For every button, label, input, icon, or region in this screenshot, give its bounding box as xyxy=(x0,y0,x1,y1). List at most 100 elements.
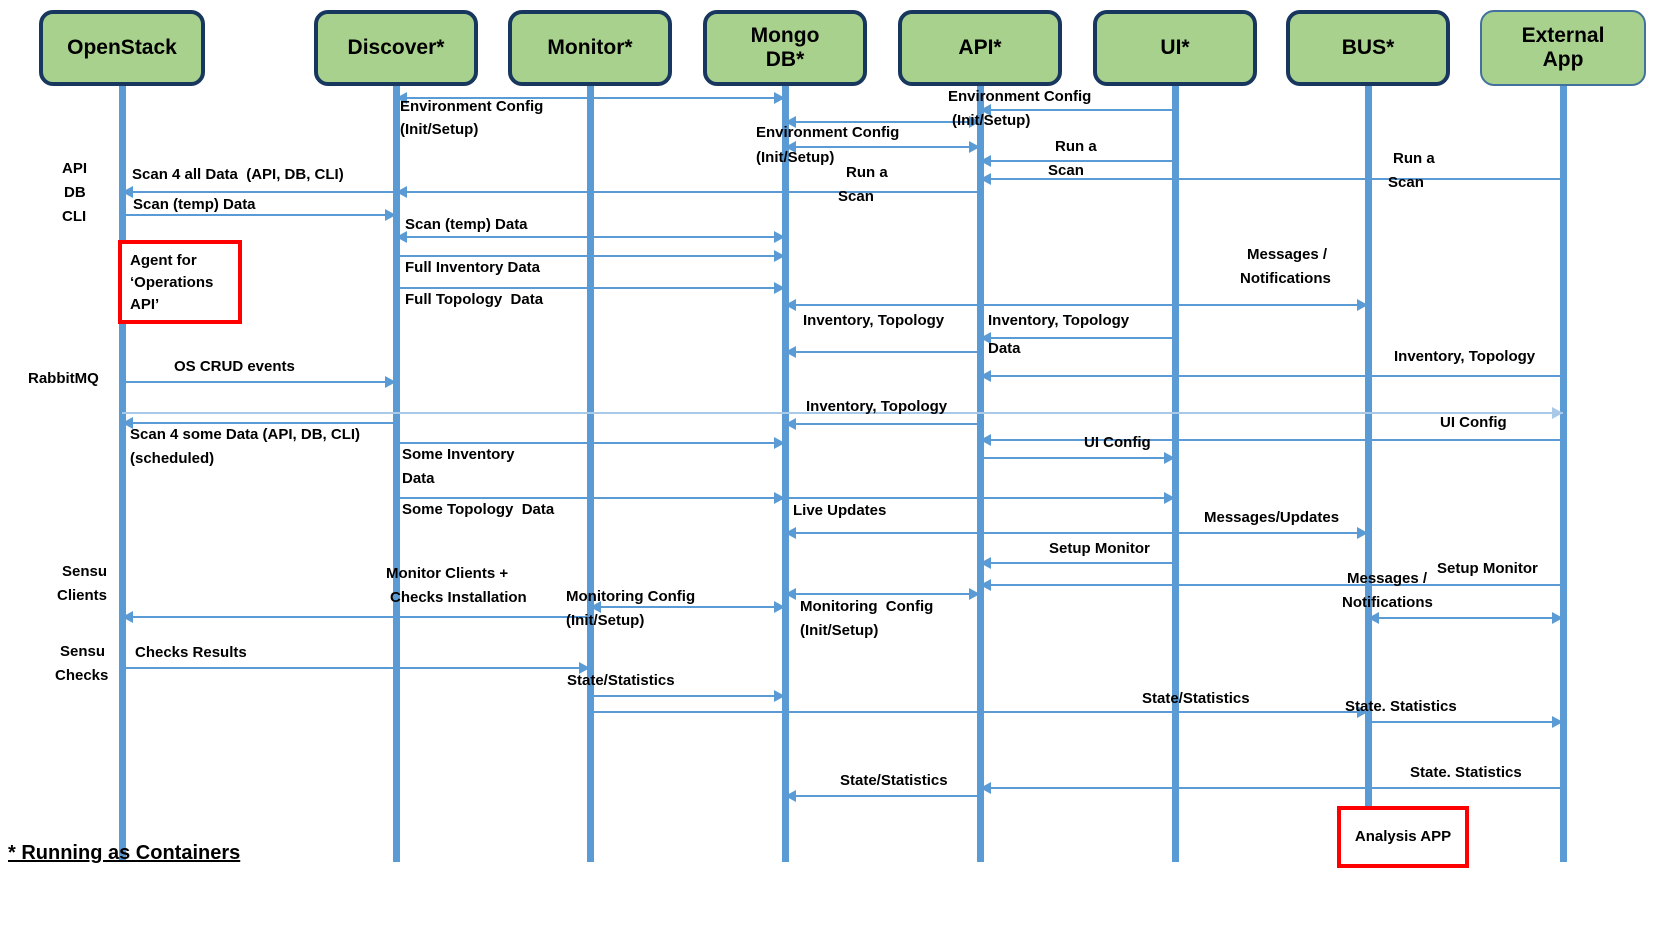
message-arrow-state-stats-ext-api xyxy=(980,787,1563,789)
arrowhead-right xyxy=(774,601,785,613)
message-arrow-live-updates-mongo-ui xyxy=(785,497,1175,499)
message-arrow-run-a-scan-ext-api xyxy=(980,178,1563,180)
message-arrow-ui-config-api-ui xyxy=(980,457,1175,459)
arrowhead-right xyxy=(969,588,980,600)
message-label: Some Topology Data xyxy=(402,501,555,518)
message-label: Sensu xyxy=(62,563,108,580)
message-label: Data xyxy=(988,340,1021,357)
message-label: DB xyxy=(64,184,86,201)
message-label: Sensu xyxy=(60,643,106,660)
lifeline-mongo-db xyxy=(781,86,789,862)
arrowhead-left xyxy=(980,155,991,167)
callout-label: Agent for xyxy=(130,252,197,269)
message-label: (Init/Setup) xyxy=(800,622,879,639)
message-arrow-os-crud-openstack-discover xyxy=(122,381,396,383)
message-label: Full Topology Data xyxy=(405,291,544,308)
message-arrow-scan4some-discover-openstack xyxy=(122,422,396,424)
participant-api: API* xyxy=(898,10,1062,86)
arrowhead-left xyxy=(785,299,796,311)
arrowhead-left xyxy=(396,231,407,243)
arrowhead-right xyxy=(774,282,785,294)
message-arrow-scan-temp-discover-mongo xyxy=(396,236,785,238)
lifeline-api xyxy=(976,86,984,862)
participant-discover: Discover* xyxy=(314,10,478,86)
callout-label: API’ xyxy=(130,295,160,313)
lifeline-bus xyxy=(1364,86,1372,862)
participant-ui: UI* xyxy=(1093,10,1257,86)
participant-bus: BUS* xyxy=(1286,10,1450,86)
message-label: Scan (temp) Data xyxy=(133,196,256,213)
message-arrow-env-config-discover-mongo xyxy=(396,97,785,99)
message-label: Inventory, Topology xyxy=(806,398,948,415)
message-label: CLI xyxy=(62,208,87,225)
message-arrow-checks-results-openstack-monitor xyxy=(122,667,590,669)
message-label: Inventory, Topology xyxy=(803,312,945,329)
message-label: (Init/Setup) xyxy=(756,149,835,166)
arrowhead-left xyxy=(1368,612,1379,624)
arrowhead-left xyxy=(785,790,796,802)
arrowhead-right xyxy=(1164,452,1175,464)
message-label: Messages / xyxy=(1247,246,1328,263)
message-label: (Init/Setup) xyxy=(952,112,1031,129)
message-arrow-scan4all-discover-openstack xyxy=(122,191,396,193)
arrowhead-left xyxy=(980,104,991,116)
message-label: Checks Results xyxy=(135,644,247,661)
arrowhead-right xyxy=(774,231,785,243)
message-label: Environment Config xyxy=(400,98,544,115)
callout-label: ‘Operations xyxy=(130,273,214,291)
message-label: RabbitMQ xyxy=(28,370,99,387)
arrowhead-right xyxy=(385,209,396,221)
message-label: Scan (temp) Data xyxy=(405,216,528,233)
footnote-running-as-containers: * Running as Containers xyxy=(8,842,241,864)
message-arrow-some-inventory-discover-mongo xyxy=(396,442,785,444)
message-arrow-monitoring-config-monitor-mongo xyxy=(590,606,785,608)
participant-label: Mongo xyxy=(750,24,820,48)
message-arrow-inv-topo-api-mongo-2 xyxy=(785,423,980,425)
arrowhead-left xyxy=(980,557,991,569)
message-arrow-messages-notif-bus-external xyxy=(1368,617,1563,619)
arrowhead-right xyxy=(1552,407,1563,419)
message-arrow-setup-monitor-ext-api xyxy=(980,584,1563,586)
message-label: Scan 4 some Data (API, DB, CLI) xyxy=(130,426,361,443)
participant-label: API* xyxy=(958,36,1002,60)
message-arrow-state-stats-monitor-mongo xyxy=(590,695,785,697)
message-label: Scan xyxy=(1388,174,1424,191)
participant-label: DB* xyxy=(765,48,805,71)
arrowhead-right xyxy=(774,492,785,504)
arrowhead-left xyxy=(590,601,601,613)
message-arrow-full-inventory-discover-mongo xyxy=(396,255,785,257)
arrowhead-right xyxy=(969,141,980,153)
message-label: (Init/Setup) xyxy=(400,121,479,138)
message-arrow-setup-monitor-ui-api xyxy=(980,562,1175,564)
lifeline-discover xyxy=(392,86,400,862)
message-label: Inventory, Topology xyxy=(1394,348,1536,365)
message-label: (scheduled) xyxy=(130,450,215,467)
message-arrow-state-stats-bus-external xyxy=(1368,721,1563,723)
participant-label: BUS* xyxy=(1341,36,1395,60)
message-arrow-inv-topo-ext-api xyxy=(980,375,1563,377)
message-label: State/Statistics xyxy=(840,772,948,789)
message-label: API xyxy=(62,160,88,177)
arrowhead-right xyxy=(1552,612,1563,624)
message-arrow-env-config-ui-api xyxy=(980,109,1175,111)
message-arrow-state-stats-monitor-bus xyxy=(590,711,1368,713)
message-arrow-run-a-scan-ui-api xyxy=(980,160,1175,162)
arrowhead-left xyxy=(396,186,407,198)
message-label: Scan xyxy=(838,188,874,205)
arrowhead-right xyxy=(774,250,785,262)
arrowhead-left xyxy=(980,370,991,382)
arrowhead-left xyxy=(785,346,796,358)
message-arrow-inv-topo-data-ui-api xyxy=(980,337,1175,339)
analysis-app-callout: Analysis APP xyxy=(1337,806,1469,868)
arrowhead-left xyxy=(785,141,796,153)
message-label: Setup Monitor xyxy=(1049,540,1150,557)
message-label: Full Inventory Data xyxy=(405,259,541,276)
arrowhead-left xyxy=(980,782,991,794)
message-label: Messages / xyxy=(1347,570,1428,587)
message-label: Scan 4 all Data (API, DB, CLI) xyxy=(132,166,344,183)
arrowhead-left xyxy=(785,588,796,600)
message-label: State/Statistics xyxy=(567,672,675,689)
